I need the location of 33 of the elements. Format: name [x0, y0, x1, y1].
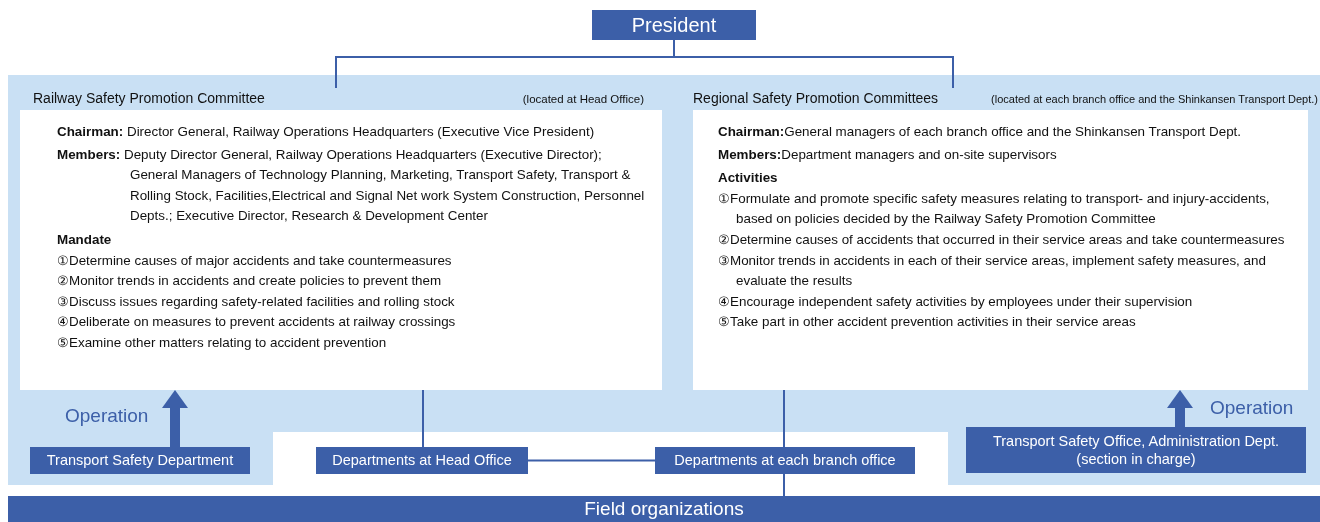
section-heading: Activities	[718, 169, 779, 188]
list-item: ①Formulate and promote specific safety measures relating to transport- and injury-accidents, based on policies decided by the Railway Safety Promotion Committee	[718, 189, 1271, 229]
list-item: ②Monitor trends in accidents and create policies to prevent them	[57, 272, 443, 291]
connector-line	[527, 459, 656, 462]
department-box: Transport Safety Department	[30, 447, 250, 474]
arrow	[162, 390, 188, 447]
list-item: ③Discuss issues regarding safety-related facilities and rolling stock	[57, 292, 456, 311]
location-note: (located at Head Office)	[522, 93, 644, 105]
list-item: ⑤Take part in other accident prevention activities in their service areas	[718, 313, 1137, 332]
list-item: ④Encourage independent safety activities by employees under their supervision	[718, 292, 1194, 311]
role-line: Members: Deputy Director General, Railway Operations Headquarters (Executive Director); General Managers of Technology Planning, Marketing, Transport Safety, Transport & Rolling Stock, Facilities,Electrical and Signal Net work System Construction, Personnel Depts.; Executive Director, Research & Development Center	[57, 145, 646, 226]
arrow	[1167, 390, 1193, 427]
connector-line	[783, 473, 785, 497]
list-item: ③Monitor trends in accidents in each of their service areas, implement safety measures, and evaluate the results	[718, 251, 1267, 291]
connector-line	[422, 389, 424, 448]
list-item: ①Determine causes of major accidents and take countermeasures	[57, 251, 453, 270]
location-note: (located at each branch office and the Shinkansen Transport Dept.)	[991, 93, 1318, 105]
list-item: ⑤Examine other matters relating to accident prevention	[57, 333, 388, 352]
banner: Field organizations	[8, 496, 1320, 522]
list-item: ②Determine causes of accidents that occurred in their service areas and take countermeasures	[718, 230, 1286, 249]
section-heading: Mandate	[57, 230, 113, 249]
role-line: Members:Department managers and on-site supervisors	[718, 145, 1058, 164]
role-line: Chairman:General managers of each branch office and the Shinkansen Transport Dept.	[718, 123, 1243, 141]
connector-line	[783, 389, 785, 448]
committee-title: Regional Safety Promotion Committees	[693, 90, 939, 106]
title-box: President	[592, 10, 756, 40]
list-item: ④Deliberate on measures to prevent accidents at railway crossings	[57, 313, 457, 332]
connector-line	[673, 39, 954, 89]
department-box: Transport Safety Office, Administration Dept. (section in charge)	[966, 427, 1306, 473]
department-box: Departments at each branch office	[655, 447, 915, 474]
department-box: Departments at Head Office	[316, 447, 528, 474]
role-line: Chairman: Director General, Railway Operations Headquarters (Executive Vice President)	[57, 123, 596, 141]
committee-title: Railway Safety Promotion Committee	[33, 90, 265, 106]
